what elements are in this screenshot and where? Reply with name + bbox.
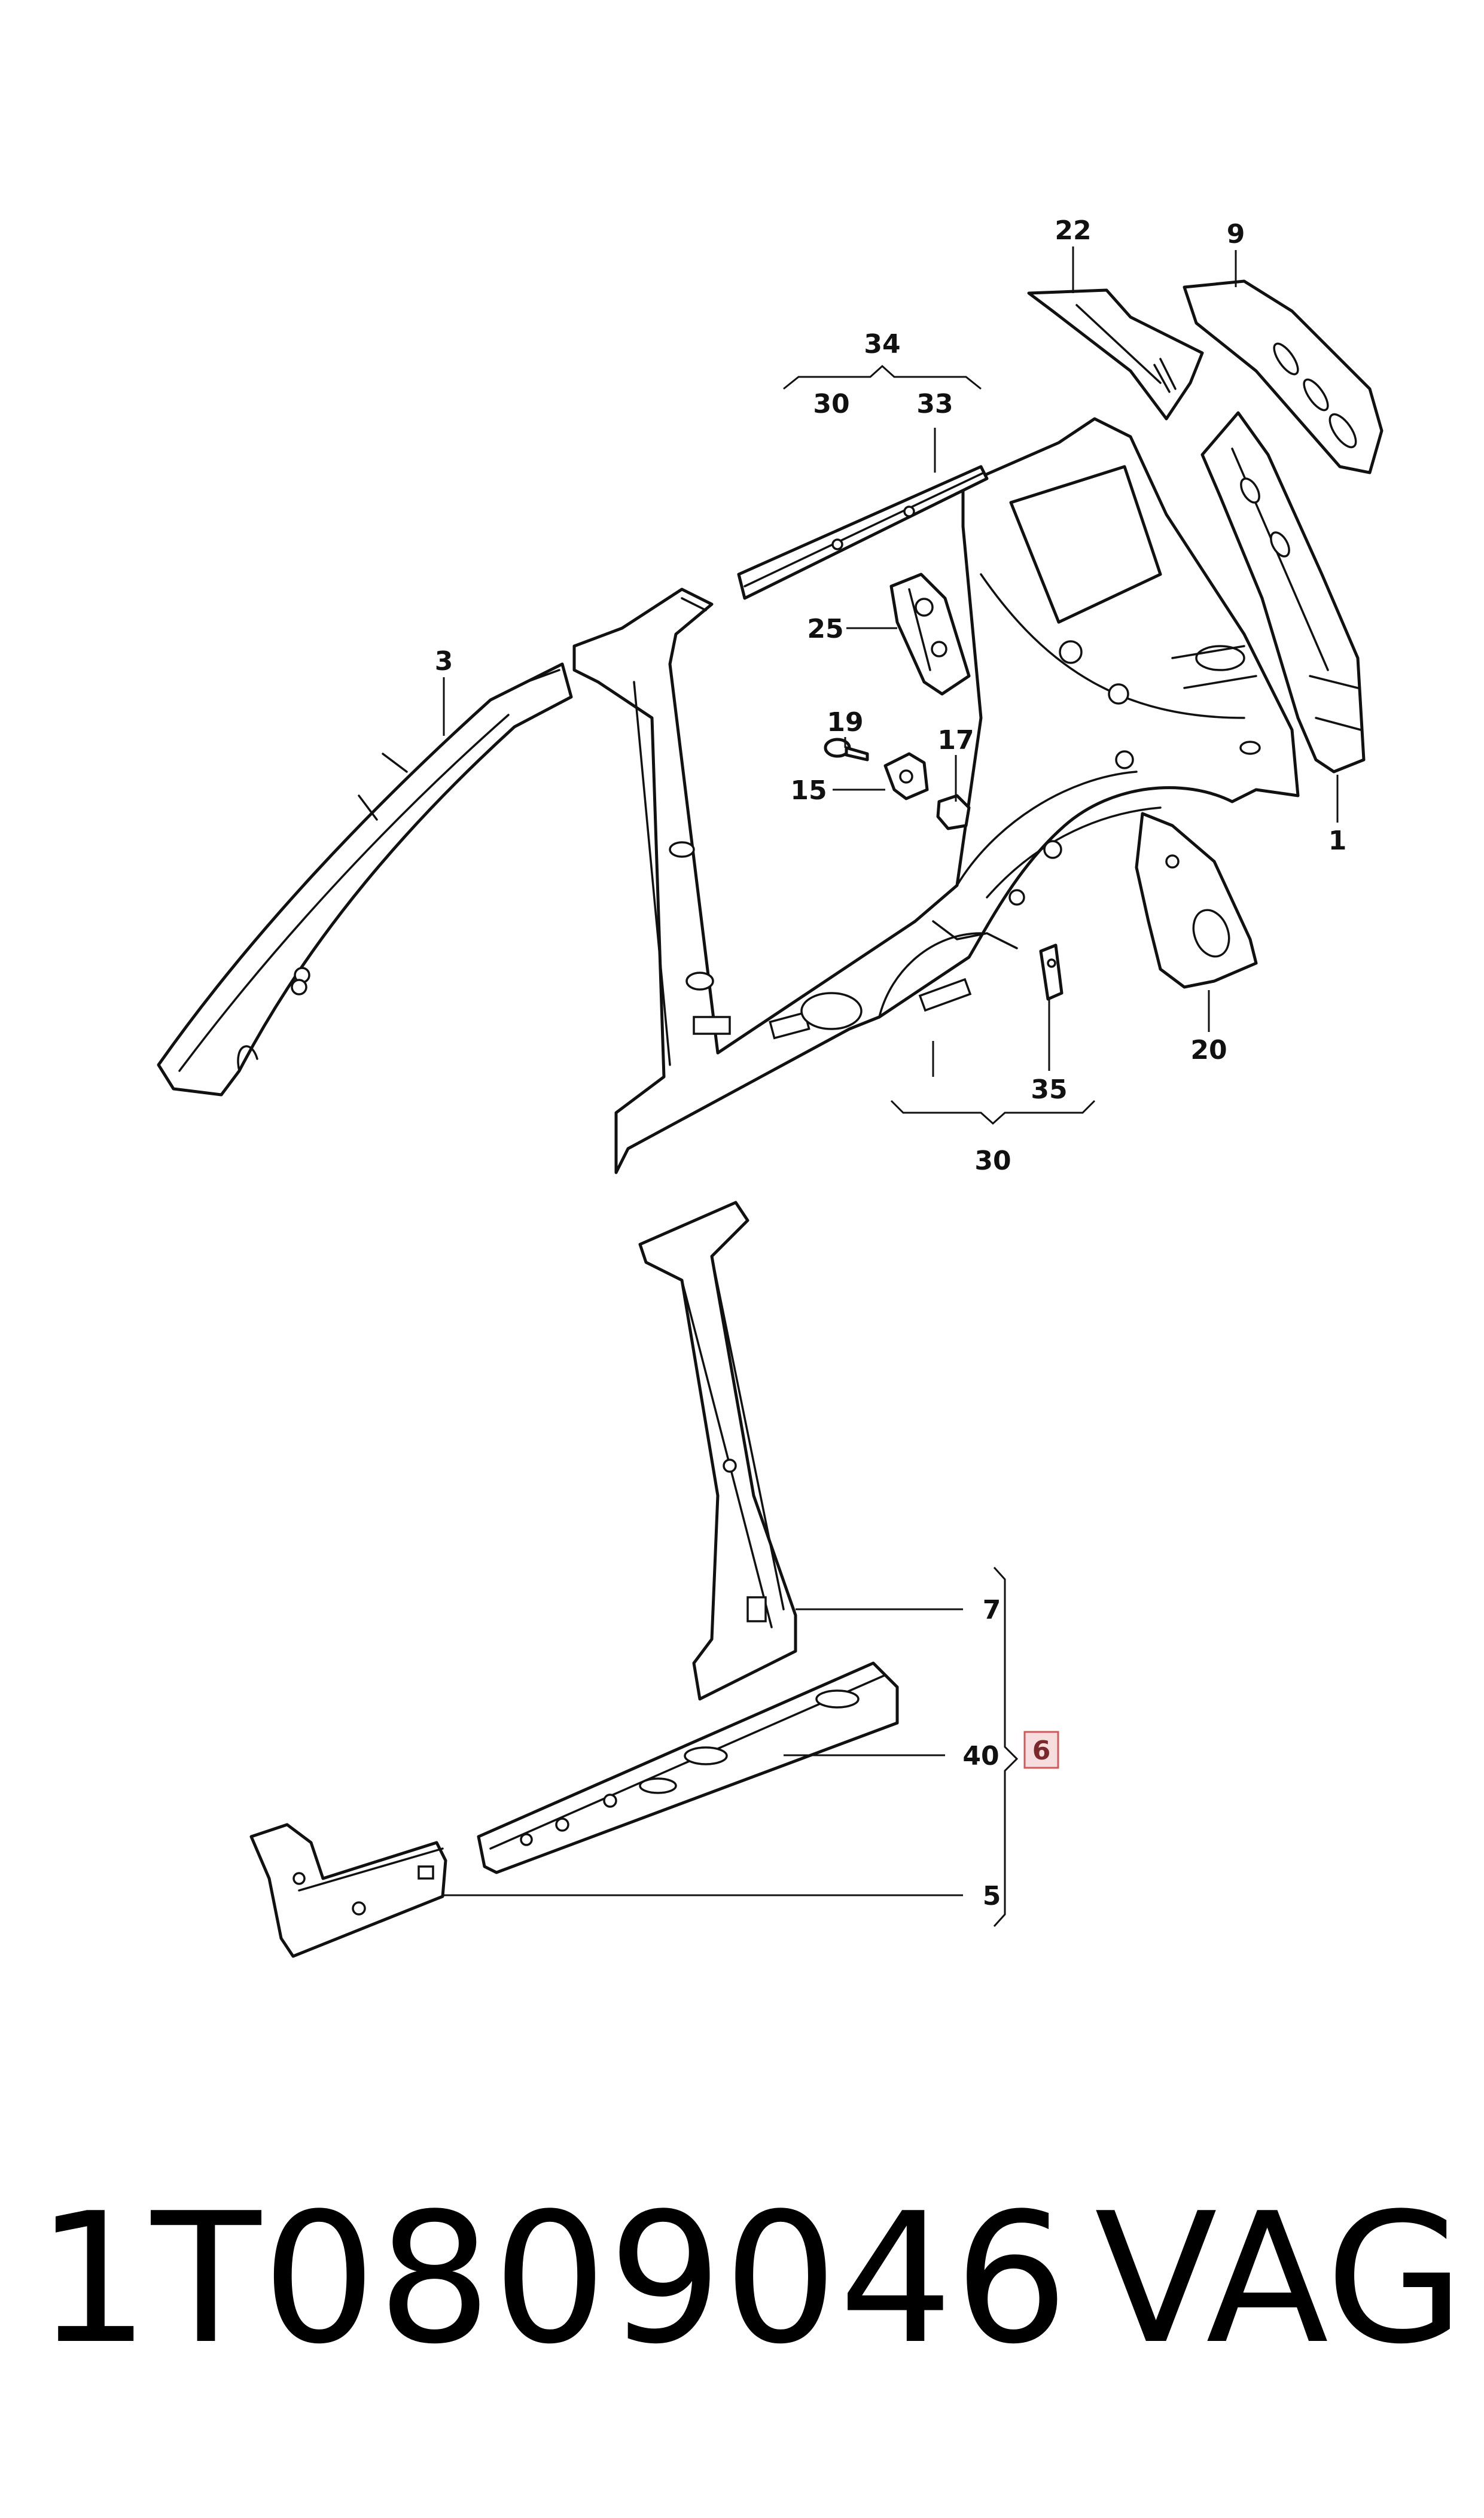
callout-7: 7 bbox=[983, 1595, 1001, 1625]
callout-35: 35 bbox=[1031, 1074, 1067, 1105]
callout-5: 5 bbox=[983, 1881, 1001, 1911]
callout-30-bottom: 30 bbox=[974, 1146, 1011, 1176]
callout-labels: 22 9 34 30 33 3 25 19 17 15 1 20 35 30 7… bbox=[435, 215, 1347, 1911]
part-5-sill-end bbox=[249, 1823, 447, 1958]
part-20-wheelhouse-bracket bbox=[1135, 812, 1258, 989]
callout-17: 17 bbox=[937, 725, 974, 756]
callout-6: 6 bbox=[1032, 1735, 1051, 1766]
part-22-bracket bbox=[1027, 288, 1204, 421]
callout-3: 3 bbox=[435, 646, 453, 677]
callout-25: 25 bbox=[807, 614, 843, 644]
callout-1: 1 bbox=[1328, 826, 1347, 856]
part-35-plate bbox=[1039, 943, 1064, 1001]
part-7-b-pillar bbox=[638, 1201, 797, 1701]
part-40-inner-sill bbox=[477, 1661, 899, 1874]
callout-30-top: 30 bbox=[813, 389, 849, 419]
callout-15: 15 bbox=[790, 775, 827, 806]
callout-22: 22 bbox=[1055, 215, 1091, 246]
callout-34: 34 bbox=[864, 329, 900, 360]
part-19-screw bbox=[824, 738, 869, 762]
part-3-roof-rail bbox=[157, 662, 573, 1097]
part-number-text: 1T0809046 bbox=[36, 2175, 1070, 2383]
side-frame-assembly bbox=[572, 417, 1300, 1174]
part-17-nut bbox=[936, 794, 971, 830]
part-25-bracket bbox=[889, 573, 971, 696]
leader-lines bbox=[443, 246, 1339, 1928]
callout-19: 19 bbox=[827, 707, 863, 738]
part-33-roof-strip bbox=[737, 465, 989, 600]
callout-33: 33 bbox=[916, 389, 953, 419]
callout-9: 9 bbox=[1227, 219, 1245, 249]
part-9-reinforcement bbox=[1183, 279, 1384, 474]
part-15-clip bbox=[883, 752, 929, 800]
brand-text: VAG bbox=[1095, 2175, 1465, 2383]
callout-40: 40 bbox=[962, 1741, 999, 1771]
callout-6-highlight bbox=[1023, 1731, 1059, 1769]
callout-20: 20 bbox=[1190, 1035, 1227, 1065]
part-1-rear-pillar bbox=[1200, 411, 1366, 774]
